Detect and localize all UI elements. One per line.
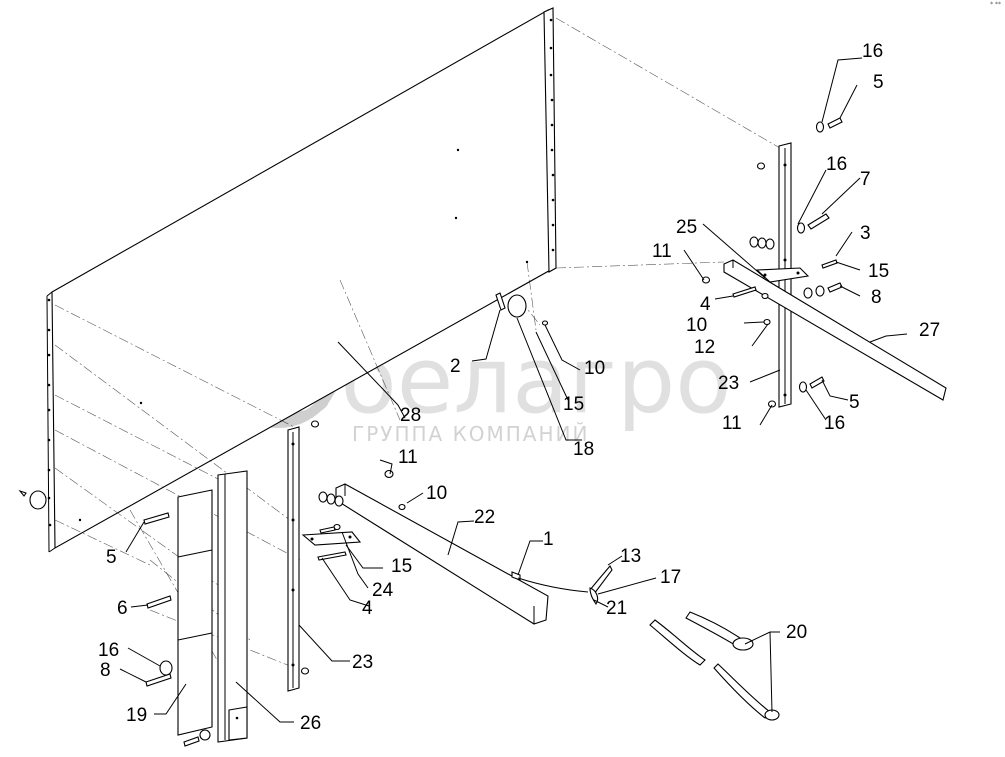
callout-1: 1 <box>543 529 554 550</box>
watermark-subtitle: ГРУППА КОМПАНИЙ <box>352 422 589 446</box>
left-fasteners <box>143 469 521 747</box>
callout-28: 28 <box>400 405 421 426</box>
callout-16: 16 <box>826 154 847 175</box>
callout-15: 15 <box>391 556 412 577</box>
callout-8: 8 <box>871 287 882 308</box>
right-bracket <box>755 267 810 283</box>
callout-26: 26 <box>300 713 321 734</box>
callout-13: 13 <box>620 546 641 567</box>
callout-22: 22 <box>474 507 495 528</box>
left-post <box>287 420 320 692</box>
callout-21: 21 <box>606 598 627 619</box>
callout-11: 11 <box>398 447 418 468</box>
right-crossbar <box>723 259 947 401</box>
callout-19: 19 <box>126 705 147 726</box>
callout-27: 27 <box>919 320 940 341</box>
callout-15: 15 <box>563 394 584 415</box>
callout-11: 11 <box>652 241 672 262</box>
callout-20: 20 <box>786 622 807 643</box>
center-hardware <box>18 292 549 510</box>
callout-5: 5 <box>106 547 117 568</box>
callout-16: 16 <box>98 640 119 661</box>
leader-lines <box>119 57 908 723</box>
callout-4: 4 <box>700 294 711 315</box>
side-panel <box>46 7 557 553</box>
callout-23: 23 <box>352 652 373 673</box>
callout-8: 8 <box>100 660 111 681</box>
callout-18: 18 <box>573 439 594 460</box>
straps <box>649 611 780 721</box>
callout-15: 15 <box>868 261 889 282</box>
callout-24: 24 <box>372 580 394 601</box>
callout-10: 10 <box>686 315 707 336</box>
callout-6: 6 <box>117 598 128 619</box>
pin-assembly <box>517 565 613 605</box>
callout-4: 4 <box>362 598 373 619</box>
callout-5: 5 <box>873 72 884 93</box>
callout-7: 7 <box>860 169 871 190</box>
callout-11: 11 <box>722 413 742 434</box>
callout-3: 3 <box>860 223 871 244</box>
callout-25: 25 <box>676 217 697 238</box>
callout-labels: 16 5 16 7 25 3 11 15 8 4 27 10 12 2 10 2… <box>98 41 940 734</box>
callout-17: 17 <box>660 567 681 588</box>
callout-16: 16 <box>824 413 845 434</box>
callout-16: 16 <box>862 41 883 62</box>
left-bracket <box>301 531 362 546</box>
callout-10: 10 <box>426 483 447 504</box>
panel-19 <box>177 489 213 736</box>
callout-12: 12 <box>694 337 715 358</box>
callout-10: 10 <box>584 358 605 379</box>
panel-26 <box>217 470 248 743</box>
right-fasteners <box>701 117 843 408</box>
callout-2: 2 <box>450 356 461 377</box>
corner-mark: * ** <box>990 1 1001 8</box>
callout-23: 23 <box>718 373 739 394</box>
callout-5: 5 <box>849 392 860 413</box>
